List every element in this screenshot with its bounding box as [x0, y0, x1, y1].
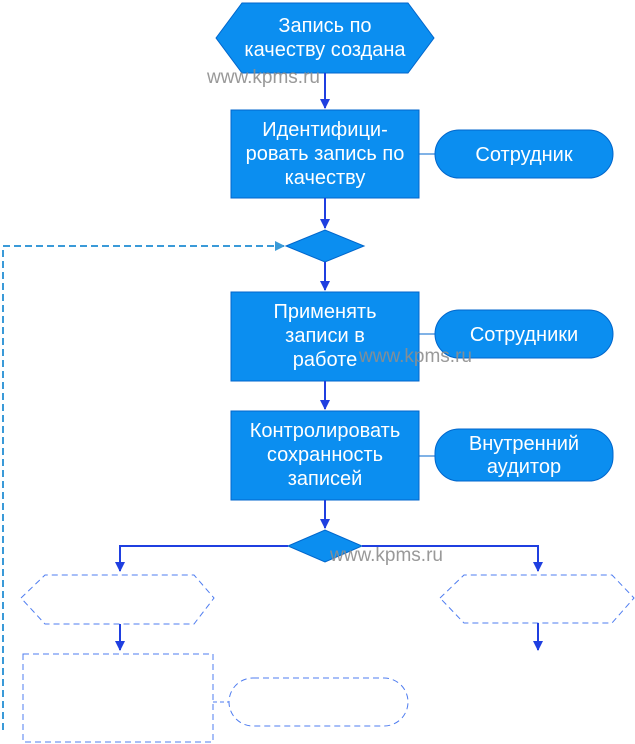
right-branch-event	[439, 574, 635, 624]
connector-split-left	[115, 545, 288, 572]
step-identify-line-2: ровать запись по	[246, 143, 405, 165]
role-auditor-line-2: аудитор	[487, 456, 561, 478]
start-event-label-line-2: качеству создана	[244, 39, 406, 61]
left-branch-task	[22, 653, 214, 743]
step-apply-records: Применять записи в работе	[230, 291, 420, 382]
step-apply-line-3: работе	[293, 349, 357, 371]
role-auditor-line-1: Внутренний	[469, 433, 579, 455]
watermark-top: www.kpms.ru	[206, 67, 320, 88]
left-branch-role	[228, 677, 409, 727]
role-internal-auditor: Внутренний аудитор	[434, 428, 614, 482]
role-employees-label: Сотрудники	[470, 324, 578, 346]
feedback-loop-connector	[2, 241, 285, 730]
merge-gateway	[284, 229, 366, 263]
step-control-line-3: записей	[288, 468, 363, 490]
step-control-line-1: Контролировать	[250, 420, 401, 442]
role-employee-label: Сотрудник	[475, 144, 572, 166]
step-apply-line-2: записи в	[285, 325, 365, 347]
step-identify-line-3: качеству	[285, 167, 366, 189]
step-identify-line-1: Идентифици-	[262, 119, 387, 141]
step-control-line-2: сохранность	[267, 444, 383, 466]
step-apply-line-1: Применять	[274, 301, 377, 323]
start-event-label-line-1: Запись по	[278, 15, 371, 37]
connector-split-right	[362, 545, 543, 572]
step-identify-record: Идентифици- ровать запись по качеству	[230, 109, 420, 199]
role-employee: Сотрудник	[434, 129, 614, 179]
watermark-middle: www.kpms.ru	[358, 346, 472, 367]
start-event: Запись по качеству создана	[215, 2, 435, 74]
watermark-bottom: www.kpms.ru	[329, 545, 443, 566]
step-control-records: Контролировать сохранность записей	[230, 410, 420, 501]
left-branch-event	[20, 574, 215, 625]
role-employees: Сотрудники	[434, 309, 614, 359]
